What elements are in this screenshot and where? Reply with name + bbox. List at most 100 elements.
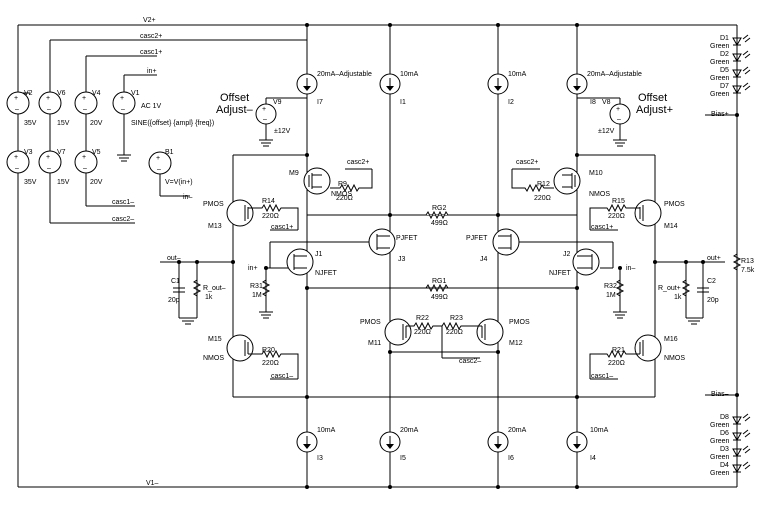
svg-text:R32: R32 [604, 283, 617, 290]
svg-text:20V: 20V [90, 120, 103, 127]
svg-text:V1–: V1– [146, 480, 159, 487]
svg-text:+: + [46, 154, 50, 161]
svg-text:+: + [14, 154, 18, 161]
svg-text:–: – [15, 165, 19, 172]
svg-text:7.5k: 7.5k [741, 267, 755, 274]
svg-text:J1: J1 [315, 251, 323, 258]
svg-text:220Ω: 220Ω [414, 329, 431, 336]
svg-text:RG1: RG1 [432, 278, 447, 285]
svg-text:V4: V4 [92, 90, 101, 97]
svg-text:220Ω: 220Ω [262, 213, 279, 220]
svg-text:M16: M16 [664, 336, 678, 343]
source-B1: +– B1 V=V(in+) [148, 149, 193, 196]
current-source-I8: 20mA–Adjustable I8 [566, 71, 642, 106]
svg-text:in+: in+ [248, 265, 258, 272]
svg-text:–: – [121, 106, 125, 113]
svg-text:220Ω: 220Ω [262, 360, 279, 367]
svg-text:J3: J3 [398, 256, 406, 263]
svg-text:+: + [46, 95, 50, 102]
svg-text:R21: R21 [612, 347, 625, 354]
bias-string: R13 7.5k D1GreenD2GreenD5GreenD7GreenD8G… [705, 34, 755, 477]
svg-text:I1: I1 [400, 99, 406, 106]
diode-color: Green [710, 75, 730, 82]
resistor-R21: R21 220Ω casc1– [589, 347, 640, 380]
svg-text:15V: 15V [57, 179, 70, 186]
svg-text:NJFET: NJFET [549, 270, 572, 277]
gain-resistors: RG2 499Ω RG1 499Ω [425, 205, 449, 301]
svg-text:R22: R22 [416, 315, 429, 322]
svg-text:20p: 20p [707, 297, 719, 304]
svg-text:–: – [83, 165, 87, 172]
diode-name: D2 [720, 51, 729, 58]
svg-text:35V: 35V [24, 179, 37, 186]
svg-text:M13: M13 [208, 223, 222, 230]
svg-text:casc1+: casc1+ [140, 49, 162, 56]
source-V1: +– V1 AC 1V SINE({offset} {ampl} {freq}) [112, 90, 214, 127]
rail-labels: V2+ V1– casc2+ casc1+ in+ in– casc1– cas… [112, 17, 729, 487]
svg-text:NJFET: NJFET [315, 270, 338, 277]
svg-text:1M: 1M [252, 292, 262, 299]
io-networks: in+ R31 1M in– R32 1M C1 20p R_out– 1k C… [168, 262, 719, 325]
svg-text:–: – [15, 106, 19, 113]
svg-text:–: – [47, 165, 51, 172]
svg-text:I4: I4 [590, 455, 596, 462]
offset-adjust: Offset Adjust– +– V9 ±12V Offset Adjust+… [216, 92, 673, 147]
svg-text:in–: in– [183, 194, 192, 201]
mosfet-M9: M9 NMOS [289, 167, 352, 198]
svg-text:V1: V1 [131, 90, 140, 97]
svg-text:R31: R31 [250, 283, 263, 290]
source-V2: +– V2 35V [6, 90, 37, 127]
svg-text:V3: V3 [24, 149, 33, 156]
svg-text:35V: 35V [24, 120, 37, 127]
svg-text:220Ω: 220Ω [534, 195, 551, 202]
svg-text:499Ω: 499Ω [431, 294, 448, 301]
diode-color: Green [710, 470, 730, 477]
diode-color: Green [710, 91, 730, 98]
svg-text:PMOS: PMOS [509, 319, 530, 326]
svg-text:15V: 15V [57, 120, 70, 127]
mosfet-M11: PMOS M11 [360, 318, 412, 347]
svg-text:J2: J2 [563, 251, 571, 258]
svg-text:I2: I2 [508, 99, 514, 106]
svg-text:Offset: Offset [638, 92, 667, 104]
current-source-I5: 20mA I5 [379, 427, 419, 462]
svg-text:–: – [157, 166, 161, 173]
svg-text:R_out–: R_out– [203, 285, 226, 292]
svg-text:out+: out+ [707, 255, 721, 262]
voltage-sources: +– V2 35V +– V3 35V +– V6 15V +– V7 15V … [6, 40, 214, 487]
svg-text:+: + [120, 95, 124, 102]
svg-text:V8: V8 [602, 99, 611, 106]
svg-text:I5: I5 [400, 455, 406, 462]
current-source-I4: 10mA I4 [566, 427, 609, 462]
resistor-R15: R15 220Ω casc1+ [589, 198, 640, 231]
source-V6: +– V6 15V [38, 90, 70, 127]
ground-icon [17, 40, 161, 487]
svg-text:M9: M9 [289, 170, 299, 177]
svg-text:V2: V2 [24, 90, 33, 97]
mosfet-M14: PMOS M14 [634, 199, 685, 230]
current-source-I2: 10mA I2 [487, 71, 527, 106]
diode-name: D1 [720, 35, 729, 42]
svg-text:V=V(in+): V=V(in+) [165, 179, 193, 186]
current-source-I6: 20mA I6 [487, 427, 527, 462]
svg-text:casc2–: casc2– [112, 216, 134, 223]
diode-color: Green [710, 59, 730, 66]
svg-text:B1: B1 [165, 149, 174, 156]
source-V3: + – V3 35V [6, 149, 37, 186]
svg-text:casc2+: casc2+ [516, 159, 538, 166]
svg-text:RG2: RG2 [432, 205, 447, 212]
svg-text:–: – [263, 116, 267, 123]
mosfet-M16: M16 NMOS [634, 334, 685, 362]
svg-text:R15: R15 [612, 198, 625, 205]
svg-text:+: + [82, 95, 86, 102]
svg-text:M15: M15 [208, 336, 222, 343]
svg-text:10mA: 10mA [400, 71, 419, 78]
source-V7: +– V7 15V [38, 149, 70, 186]
resistor-R12: R12 220Ω casc2+ [511, 159, 554, 202]
